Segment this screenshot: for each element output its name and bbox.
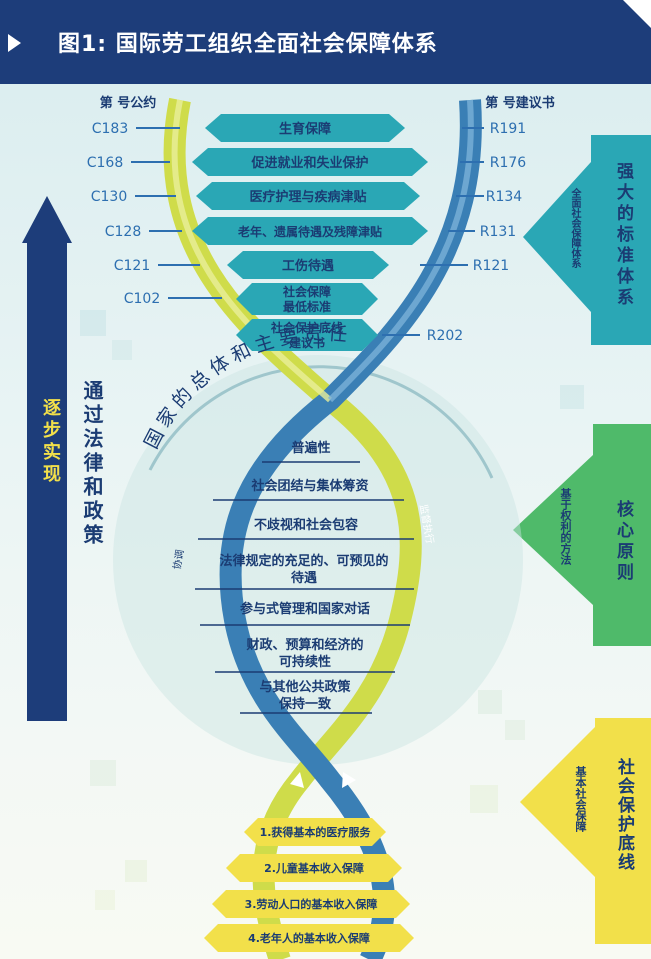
recommendations-header: 第 号建议书 (485, 95, 555, 111)
convention-c102: C102 (124, 291, 161, 307)
floor-guarantee-3: 3.劳动人口的基本收入保障 (212, 890, 410, 918)
svg-text:1.获得基本的医疗服务: 1.获得基本的医疗服务 (260, 825, 372, 839)
panel1-small: 全面社会保障体系 (569, 188, 580, 268)
floor-guarantee-1: 1.获得基本的医疗服务 (244, 818, 386, 846)
play-arrow-icon (8, 34, 21, 52)
svg-text:待遇: 待遇 (290, 570, 317, 586)
standard-bar-3: 医疗护理与疾病津贴 (196, 182, 420, 210)
panel2-small: 基于权利的方法 (559, 488, 572, 565)
svg-text:法律规定的充足的、可预见的: 法律规定的充足的、可预见的 (219, 553, 388, 569)
recommendation-r121: R121 (473, 258, 509, 274)
progressive-label: 逐步实现 (40, 398, 61, 486)
standard-label-1: 生育保障 (279, 121, 331, 137)
recommendation-r131: R131 (480, 224, 516, 240)
convention-c183: C183 (92, 121, 129, 137)
standard-bar-4: 老年、遗属待遇及残障津贴 (192, 217, 428, 245)
standard-bar-6: 社会保障 最低标准 (236, 283, 378, 315)
floor-guarantee-2: 2.儿童基本收入保障 (226, 854, 402, 882)
panel3-big: 社会保护底线 (614, 758, 634, 872)
convention-c121: C121 (114, 258, 151, 274)
recommendation-r176: R176 (490, 155, 527, 171)
responsibility-circle (113, 355, 523, 765)
principle-rung-5: 参与式管理和国家对话 (200, 601, 410, 626)
crossing-arrow-right (342, 772, 356, 788)
svg-text:参与式管理和国家对话: 参与式管理和国家对话 (240, 601, 370, 617)
convention-c168: C168 (87, 155, 124, 171)
principle-rung-7: 与其他公共政策 保持一致 (240, 679, 372, 714)
convention-c130: C130 (91, 189, 128, 205)
law-policy-label: 通过法律和政策 (80, 380, 104, 548)
up-arrow-body (27, 243, 67, 721)
standard-label-2: 促进就业和失业保护 (250, 155, 368, 171)
right-panel-principles (513, 424, 651, 646)
standard-bar-2: 促进就业和失业保护 (192, 148, 428, 176)
panel2-big: 核心原则 (613, 500, 633, 584)
up-arrow-head (22, 196, 72, 243)
convention-c128: C128 (105, 224, 142, 240)
svg-text:不歧视和社会包容: 不歧视和社会包容 (254, 517, 358, 533)
svg-text:财政、预算和经济的: 财政、预算和经济的 (246, 637, 363, 653)
standard-label-4: 老年、遗属待遇及残障津贴 (238, 224, 382, 239)
svg-text:与其他公共政策: 与其他公共政策 (259, 679, 351, 695)
floor-guarantee-4: 4.老年人的基本收入保障 (204, 924, 414, 952)
standard-bar-5: 工伤待遇 (227, 251, 389, 279)
figure-title: 图1: 国际劳工组织全面社会保障体系 (58, 32, 438, 57)
principle-rung-1: 普遍性 (262, 440, 360, 463)
svg-text:普遍性: 普遍性 (291, 440, 330, 456)
crossing-arrow-left (290, 772, 304, 788)
standard-label-6b: 最低标准 (283, 299, 331, 314)
principle-rung-4: 法律规定的充足的、可预见的 待遇 (195, 553, 414, 590)
principle-rung-2: 社会团结与集体筹资 (213, 478, 404, 501)
standard-label-7b: 建议书 (288, 335, 325, 350)
standard-label-5: 工伤待遇 (282, 258, 334, 274)
strand-label-coordination: 协调 (170, 549, 186, 571)
svg-text:3.劳动人口的基本收入保障: 3.劳动人口的基本收入保障 (245, 897, 378, 911)
recommendation-r202: R202 (427, 328, 463, 344)
right-panel-floor (520, 718, 651, 944)
convention-labels: C183 C168 C130 C128 C121 C102 (87, 121, 222, 307)
svg-text:可持续性: 可持续性 (279, 654, 331, 670)
standard-bar-1: 生育保障 (205, 114, 405, 142)
panel1-big: 强大的标准体系 (613, 162, 633, 309)
header-bar: 图1: 国际劳工组织全面社会保障体系 (0, 0, 651, 84)
conventions-header: 第 号公约 (100, 95, 157, 111)
standard-bar-7: 社会保护底线 建议书 (236, 319, 378, 351)
recommendation-r191: R191 (490, 121, 526, 137)
principle-rung-6: 财政、预算和经济的 可持续性 (215, 637, 395, 673)
svg-text:4.老年人的基本收入保障: 4.老年人的基本收入保障 (248, 931, 370, 945)
principle-rung-3: 不歧视和社会包容 (198, 517, 414, 540)
panel3-small: 基本社会保障 (574, 766, 587, 832)
svg-text:社会团结与集体筹资: 社会团结与集体筹资 (250, 478, 368, 494)
header-corner (623, 0, 651, 28)
svg-text:2.儿童基本收入保障: 2.儿童基本收入保障 (264, 861, 364, 875)
responsibility-arc (148, 365, 494, 479)
svg-text:保持一致: 保持一致 (278, 696, 332, 712)
right-panel-standards (523, 135, 651, 345)
background-squares (80, 310, 584, 910)
standard-label-6a: 社会保障 (282, 284, 331, 299)
recommendation-labels: R191 R176 R134 R131 R121 R202 (382, 121, 526, 344)
standard-label-3: 医疗护理与疾病津贴 (249, 189, 366, 205)
standard-label-7a: 社会保护底线 (270, 320, 343, 335)
recommendation-r134: R134 (486, 189, 523, 205)
